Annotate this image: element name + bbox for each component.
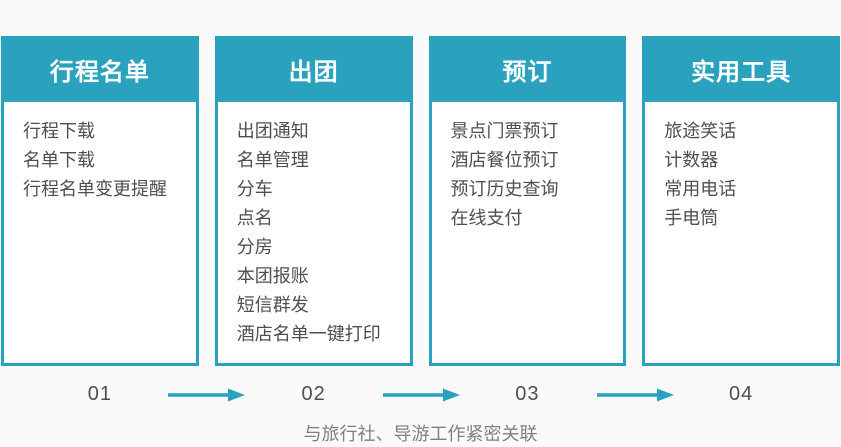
feature-item: 手电筒 — [664, 208, 719, 228]
feature-item: 短信群发 — [236, 295, 309, 315]
step-number-1: 01 — [87, 383, 112, 405]
steps-row: 01 02 03 04 — [1, 381, 840, 407]
feature-item: 本团报账 — [236, 266, 309, 286]
feature-item: 名单下载 — [23, 150, 95, 170]
step-number-2: 02 — [301, 383, 326, 405]
column-departure: 出团 出团通知 名单管理 分车 点名 分房 本团报账 短信群发 酒店名单一键打印 — [214, 36, 413, 366]
arrow-right-icon — [167, 388, 245, 402]
arrow-right-icon — [597, 388, 675, 402]
column-header: 预订 — [428, 36, 627, 102]
column-body: 旅途笑话 计数器 常用电话 手电筒 — [642, 102, 840, 366]
feature-item: 预订历史查询 — [450, 179, 559, 199]
step-number-4: 04 — [729, 383, 754, 405]
feature-item: 计数器 — [664, 150, 719, 170]
feature-item: 分房 — [236, 237, 273, 257]
caption: 与旅行社、导游工作紧密关联 — [303, 424, 538, 444]
feature-item: 常用电话 — [664, 179, 737, 199]
arrow-right-icon — [382, 388, 460, 402]
feature-item: 酒店名单一键打印 — [236, 324, 381, 344]
column-header: 实用工具 — [642, 36, 840, 102]
feature-item: 景点门票预订 — [450, 121, 559, 141]
feature-item: 分车 — [236, 179, 273, 199]
column-header: 行程名单 — [1, 36, 199, 102]
column-body: 出团通知 名单管理 分车 点名 分房 本团报账 短信群发 酒店名单一键打印 — [214, 102, 413, 366]
column-booking: 预订 景点门票预订 酒店餐位预订 预订历史查询 在线支付 — [428, 36, 627, 366]
feature-item: 行程名单变更提醒 — [23, 179, 167, 199]
feature-item: 点名 — [236, 208, 273, 228]
column-body: 行程下载 名单下载 行程名单变更提醒 — [1, 102, 199, 366]
feature-columns: 行程名单 行程下载 名单下载 行程名单变更提醒 出团 出团通知 名单管理 分车 … — [1, 36, 840, 366]
column-itinerary-roster: 行程名单 行程下载 名单下载 行程名单变更提醒 — [1, 36, 199, 366]
feature-item: 名单管理 — [236, 150, 309, 170]
column-header: 出团 — [214, 36, 413, 102]
step-number-3: 03 — [515, 383, 540, 405]
feature-item: 出团通知 — [236, 121, 309, 141]
feature-item: 在线支付 — [450, 208, 523, 228]
feature-item: 酒店餐位预订 — [450, 150, 559, 170]
feature-item: 行程下载 — [23, 121, 95, 141]
feature-item: 旅途笑话 — [664, 121, 737, 141]
column-body: 景点门票预订 酒店餐位预订 预订历史查询 在线支付 — [428, 102, 627, 366]
column-tools: 实用工具 旅途笑话 计数器 常用电话 手电筒 — [642, 36, 840, 366]
